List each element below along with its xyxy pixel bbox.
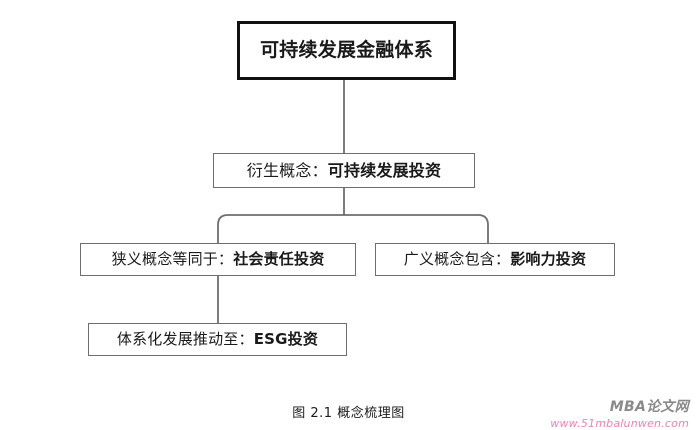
- connector-split-left: [217, 214, 344, 243]
- node-derived-emph: 可持续发展投资: [327, 160, 442, 180]
- watermark: MBA论文网 www.51mbalunwen.com: [550, 396, 689, 430]
- node-esg-lead: 体系化发展推动至：: [116, 330, 254, 348]
- figure-caption: 图 2.1 概念梳理图: [292, 406, 405, 421]
- node-esg-investment[interactable]: 体系化发展推动至： ESG投资: [88, 323, 347, 356]
- node-derived-concept[interactable]: 衍生概念： 可持续发展投资: [213, 153, 475, 188]
- node-narrow-emph: 社会责任投资: [233, 250, 325, 268]
- node-root-label: 可持续发展金融体系: [260, 39, 433, 61]
- node-broad-emph: 影响力投资: [510, 250, 587, 268]
- node-sustainable-finance-system[interactable]: 可持续发展金融体系: [237, 21, 456, 80]
- node-esg-emph: ESG投资: [253, 330, 319, 348]
- watermark-brand: MBA论文网: [609, 399, 689, 415]
- connector-split-right: [344, 214, 489, 243]
- node-broad-concept[interactable]: 广义概念包含： 影响力投资: [375, 243, 615, 276]
- node-derived-lead: 衍生概念：: [246, 160, 328, 180]
- node-narrow-concept[interactable]: 狭义概念等同于： 社会责任投资: [80, 243, 356, 276]
- node-broad-lead: 广义概念包含：: [403, 250, 511, 268]
- node-narrow-lead: 狭义概念等同于：: [111, 250, 234, 268]
- watermark-url: www.51mbalunwen.com: [550, 417, 689, 430]
